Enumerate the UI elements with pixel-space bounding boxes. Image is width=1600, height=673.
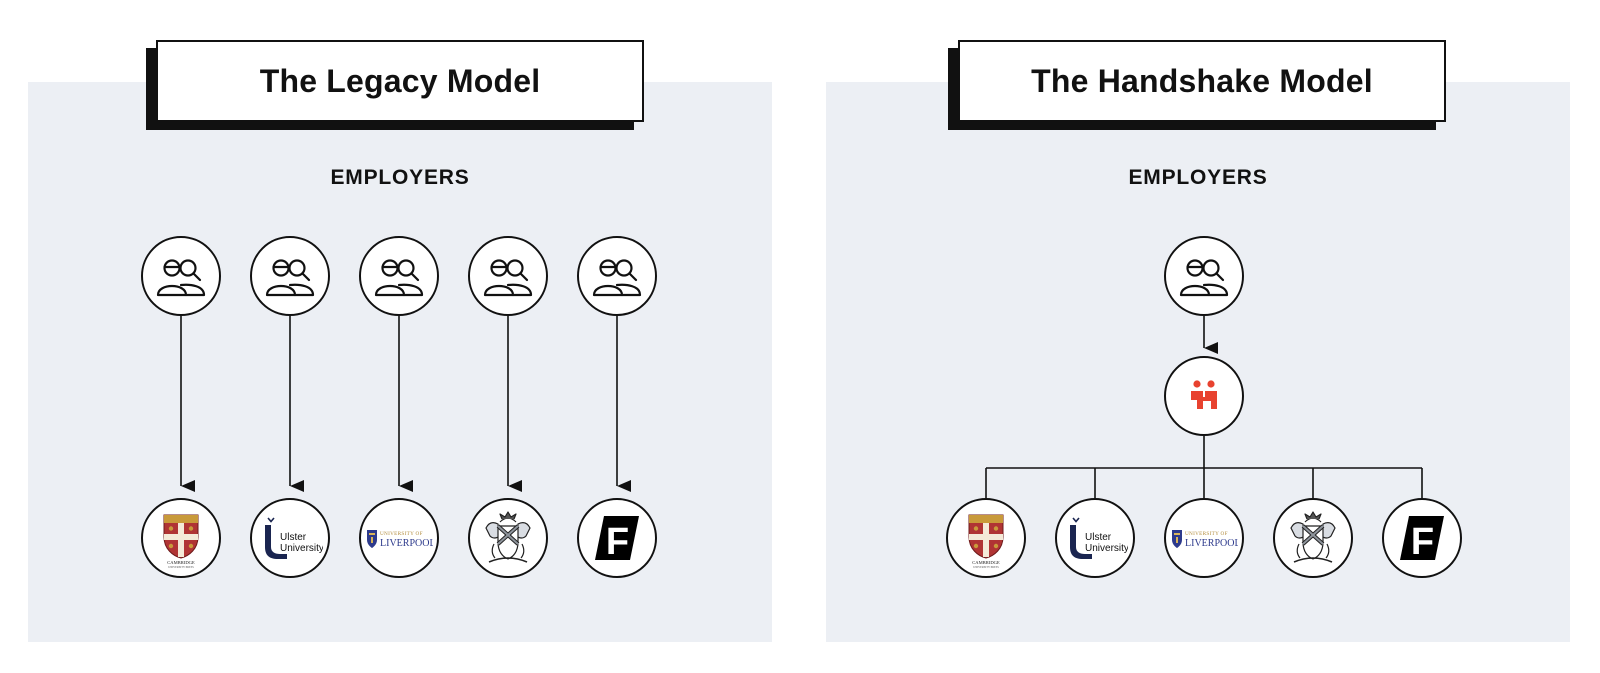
handshake-hub-node xyxy=(1164,356,1244,436)
handshake-logo-icon xyxy=(1184,376,1224,416)
legacy-employers-heading: EMPLOYERS xyxy=(330,166,470,189)
handshake-employers-heading: EMPLOYERS xyxy=(1128,166,1268,189)
users-search-icon xyxy=(153,251,209,301)
svg-text:F: F xyxy=(1411,521,1434,563)
svg-text:University: University xyxy=(280,543,323,554)
legacy-employer-node-5 xyxy=(577,236,657,316)
svg-text:UNIVERSITY PRESS: UNIVERSITY PRESS xyxy=(168,566,194,569)
svg-text:LIVERPOOL: LIVERPOOL xyxy=(380,538,433,549)
svg-text:UNIVERSITY PRESS: UNIVERSITY PRESS xyxy=(973,566,999,569)
svg-text:University: University xyxy=(1085,543,1128,554)
f-letter-logo: F xyxy=(591,512,643,564)
legacy-employer-node-4 xyxy=(468,236,548,316)
f-letter-logo: F xyxy=(1396,512,1448,564)
handshake-university-crest xyxy=(1273,498,1353,578)
users-search-icon xyxy=(589,251,645,301)
legacy-employer-node-1 xyxy=(141,236,221,316)
users-search-icon xyxy=(262,251,318,301)
handshake-model-title: The Handshake Model xyxy=(958,40,1446,122)
svg-text:UNIVERSITY OF: UNIVERSITY OF xyxy=(380,531,423,537)
svg-text:LIVERPOOL: LIVERPOOL xyxy=(1185,538,1238,549)
svg-text:CAMBRIDGE: CAMBRIDGE xyxy=(167,560,195,565)
legacy-university-crest xyxy=(468,498,548,578)
handshake-university-f: F xyxy=(1382,498,1462,578)
coat-of-arms-logo xyxy=(480,510,536,566)
users-search-icon xyxy=(480,251,536,301)
svg-text:CAMBRIDGE: CAMBRIDGE xyxy=(972,560,1000,565)
svg-text:F: F xyxy=(606,521,629,563)
legacy-university-f: F xyxy=(577,498,657,578)
coat-of-arms-logo xyxy=(1285,510,1341,566)
legacy-employer-node-3 xyxy=(359,236,439,316)
legacy-model-title: The Legacy Model xyxy=(156,40,644,122)
legacy-employer-node-2 xyxy=(250,236,330,316)
svg-text:Ulster: Ulster xyxy=(1085,532,1112,543)
handshake-employer-node xyxy=(1164,236,1244,316)
users-search-icon xyxy=(1176,251,1232,301)
svg-text:UNIVERSITY OF: UNIVERSITY OF xyxy=(1185,531,1228,537)
svg-text:Ulster: Ulster xyxy=(280,532,307,543)
users-search-icon xyxy=(371,251,427,301)
